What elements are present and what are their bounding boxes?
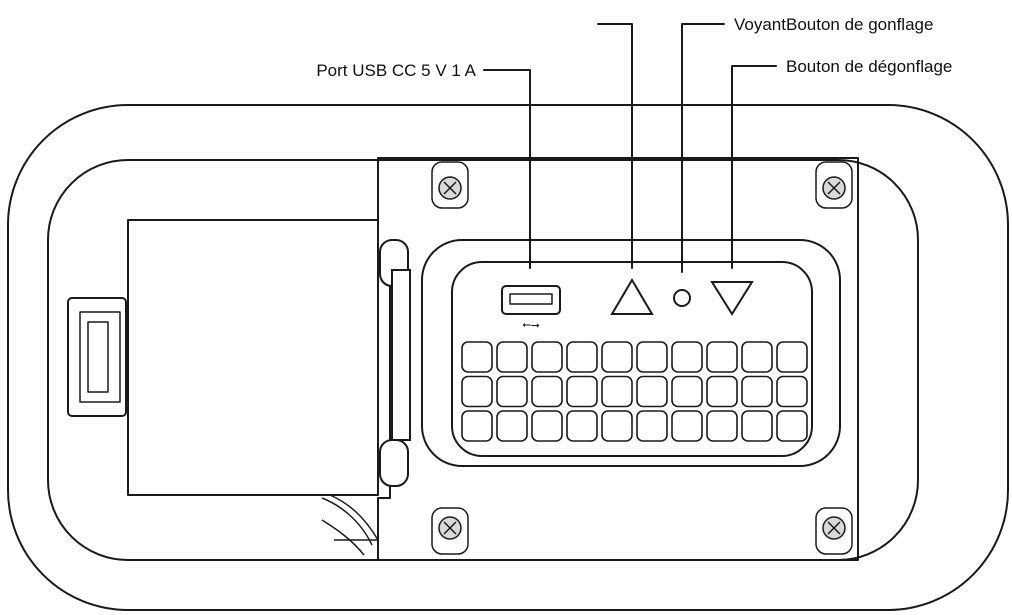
vent-cell	[566, 375, 598, 408]
vent-cell	[706, 375, 738, 408]
indicator-light	[673, 289, 691, 307]
vent-cell	[601, 410, 633, 442]
vent-cell	[636, 341, 668, 373]
vent-cell	[531, 341, 563, 373]
vent-cell	[601, 375, 633, 408]
label-indicator-inflate: VoyantBouton de gonflage	[734, 15, 933, 34]
leader-indicator	[681, 23, 725, 273]
cable	[321, 494, 379, 556]
vent-cell	[531, 375, 563, 408]
vent-cell	[776, 410, 808, 442]
vent-cell	[461, 375, 493, 408]
label-usb-port: Port USB CC 5 V 1 A	[316, 61, 476, 80]
vent-cell	[741, 410, 773, 442]
left-latch	[67, 297, 127, 417]
vent-cell	[496, 341, 528, 373]
vent-cell	[706, 410, 738, 442]
vent-cell	[671, 375, 703, 408]
label-deflate-button: Bouton de dégonflage	[786, 57, 952, 76]
vent-cell	[776, 375, 808, 408]
vent-cell	[706, 341, 738, 373]
vent-cell	[461, 341, 493, 373]
door-panel	[127, 219, 379, 496]
vent-cell	[566, 410, 598, 442]
leader-usb	[483, 69, 531, 269]
vent-cell	[741, 375, 773, 408]
vent-cell	[601, 341, 633, 373]
hinge	[379, 239, 411, 487]
screw-bottom-left	[431, 507, 469, 555]
vent-cell	[566, 341, 598, 373]
deflate-button[interactable]	[710, 281, 754, 316]
vent-cell	[671, 410, 703, 442]
usb-port[interactable]	[501, 285, 561, 315]
vent-cell	[496, 410, 528, 442]
screw-top-left	[431, 161, 469, 209]
leader-deflate	[731, 65, 777, 269]
vent-cell	[741, 341, 773, 373]
vent-cell	[531, 410, 563, 442]
usb-symbol-icon: ⭠⭢	[522, 318, 540, 331]
leader-inflate	[597, 23, 633, 269]
callout-leaders	[483, 23, 777, 273]
screw-top-right	[815, 161, 853, 209]
inflate-button[interactable]	[610, 278, 654, 315]
vent-cell	[636, 410, 668, 442]
vent-cell	[496, 375, 528, 408]
screw-bottom-right	[815, 507, 853, 555]
vent-grid	[461, 341, 808, 442]
vent-cell	[671, 341, 703, 373]
vent-cell	[636, 375, 668, 408]
vent-cell	[776, 341, 808, 373]
vent-cell	[461, 410, 493, 442]
outer-housing	[7, 104, 1009, 611]
